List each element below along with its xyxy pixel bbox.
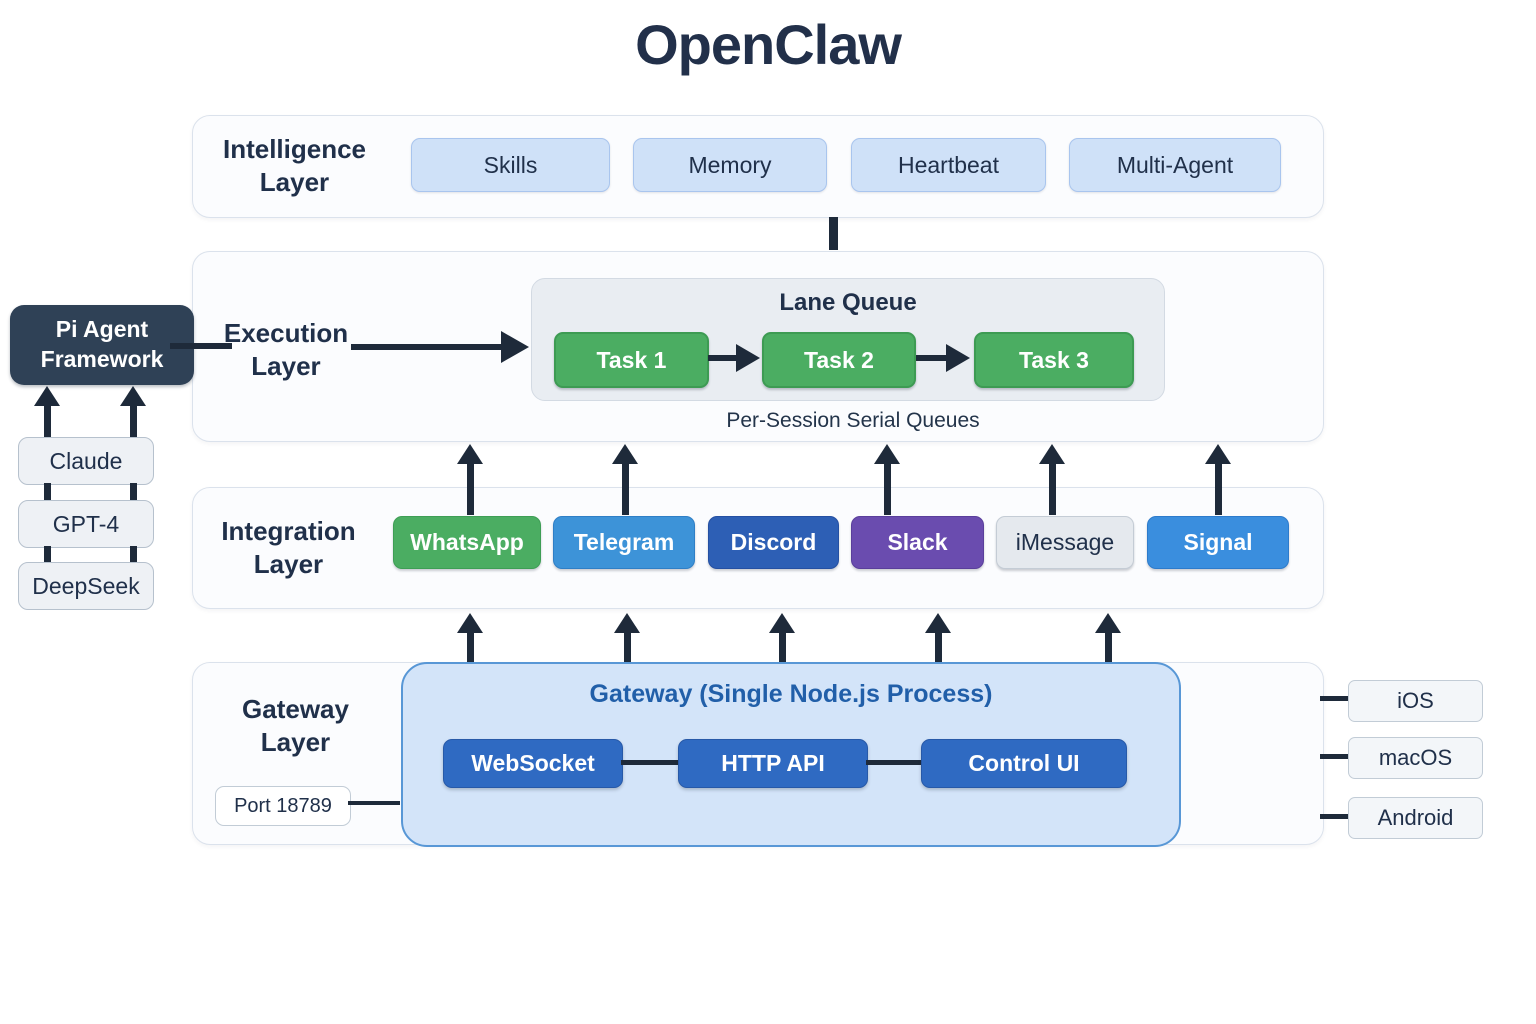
node-control-ui: Control UI	[921, 739, 1127, 788]
execution-layer-label: Execution Layer	[223, 317, 349, 381]
arrow-signal-up-head	[1205, 444, 1231, 464]
node-whatsapp: WhatsApp	[393, 516, 541, 569]
node-imessage: iMessage	[996, 516, 1134, 569]
node-memory: Memory	[633, 138, 827, 192]
arrow-slack-up-head	[874, 444, 900, 464]
arrow-execution-head	[501, 331, 529, 363]
arrow-task1-task2-line	[708, 355, 736, 361]
connector-gateway-android	[1320, 814, 1348, 819]
arrow-imessage-up-line	[1049, 462, 1056, 515]
connector-claude-gpt4-right	[130, 483, 137, 500]
gateway-layer-label: Gateway Layer	[242, 693, 349, 757]
arrow-imessage-up-head	[1039, 444, 1065, 464]
arrow-task2-task3-line	[916, 355, 946, 361]
arrow-gateway-up-4-line	[935, 631, 942, 664]
connector-httpapi-controlui	[866, 760, 921, 765]
lane-queue-title: Lane Queue	[779, 289, 917, 316]
connector-websocket-httpapi	[621, 760, 678, 765]
arrow-slack-up-line	[884, 462, 891, 515]
node-task-2: Task 2	[762, 332, 916, 388]
arrow-telegram-up-head	[612, 444, 638, 464]
arrow-claude-framework-line-right	[130, 404, 137, 437]
node-task-3: Task 3	[974, 332, 1134, 388]
pi-agent-framework-node: Pi Agent Framework	[10, 305, 194, 385]
node-signal: Signal	[1147, 516, 1289, 569]
node-slack: Slack	[851, 516, 984, 569]
arrow-claude-framework-head-right	[120, 386, 146, 406]
arrow-whatsapp-up-head	[457, 444, 483, 464]
connector-port-gateway	[348, 801, 400, 805]
node-discord: Discord	[708, 516, 839, 569]
connector-claude-gpt4-left	[44, 483, 51, 500]
node-gpt4: GPT-4	[18, 500, 154, 548]
arrow-claude-framework-line-left	[44, 404, 51, 437]
arrow-gateway-up-5-head	[1095, 613, 1121, 633]
node-deepseek: DeepSeek	[18, 562, 154, 610]
node-ios: iOS	[1348, 680, 1483, 722]
integration-layer-container: Integration Layer WhatsApp Telegram Disc…	[192, 487, 1324, 609]
arrow-task2-task3-head	[946, 344, 970, 372]
arrow-telegram-up-line	[622, 462, 629, 515]
arrow-gateway-up-2-head	[614, 613, 640, 633]
connector-gpt4-deepseek-right	[130, 546, 137, 562]
arrow-task1-task2-head	[736, 344, 760, 372]
arrow-gateway-up-3-head	[769, 613, 795, 633]
arrow-gateway-up-2-line	[624, 631, 631, 664]
intelligence-layer-container: Intelligence Layer Skills Memory Heartbe…	[192, 115, 1324, 218]
arrow-gateway-up-3-line	[779, 631, 786, 664]
arrow-signal-up-line	[1215, 462, 1222, 515]
arrow-gateway-up-1-head	[457, 613, 483, 633]
execution-layer-container: Execution Layer Lane Queue Task 1 Task 2…	[192, 251, 1324, 442]
node-multi-agent: Multi-Agent	[1069, 138, 1281, 192]
arrow-gateway-up-5-line	[1105, 631, 1112, 664]
arrow-gateway-up-1-line	[467, 631, 474, 664]
connector-gpt4-deepseek-left	[44, 546, 51, 562]
connector-gateway-ios	[1320, 696, 1348, 701]
gateway-process-title: Gateway (Single Node.js Process)	[589, 680, 993, 708]
integration-layer-label: Integration Layer	[221, 515, 356, 579]
node-telegram: Telegram	[553, 516, 695, 569]
node-http-api: HTTP API	[678, 739, 868, 788]
connector-intelligence-execution	[829, 217, 838, 250]
node-claude: Claude	[18, 437, 154, 485]
gateway-layer-container: Gateway Layer Port 18789 Gateway (Single…	[192, 662, 1324, 847]
node-android: Android	[1348, 797, 1483, 839]
lane-queue-box: Lane Queue Task 1 Task 2 Task 3	[531, 278, 1165, 401]
arrow-execution-line	[351, 344, 501, 350]
port-badge: Port 18789	[215, 786, 351, 826]
per-session-caption: Per-Session Serial Queues	[726, 409, 980, 432]
arrow-whatsapp-up-line	[467, 462, 474, 515]
arrow-claude-framework-head-left	[34, 386, 60, 406]
gateway-process-box: Gateway (Single Node.js Process) WebSock…	[401, 662, 1181, 847]
diagram-title: OpenClaw	[635, 13, 902, 76]
node-heartbeat: Heartbeat	[851, 138, 1046, 192]
connector-framework-execution	[170, 343, 232, 349]
node-websocket: WebSocket	[443, 739, 623, 788]
node-macos: macOS	[1348, 737, 1483, 779]
arrow-gateway-up-4-head	[925, 613, 951, 633]
node-skills: Skills	[411, 138, 610, 192]
connector-gateway-macos	[1320, 754, 1348, 759]
intelligence-layer-label: Intelligence Layer	[222, 133, 367, 197]
node-task-1: Task 1	[554, 332, 709, 388]
